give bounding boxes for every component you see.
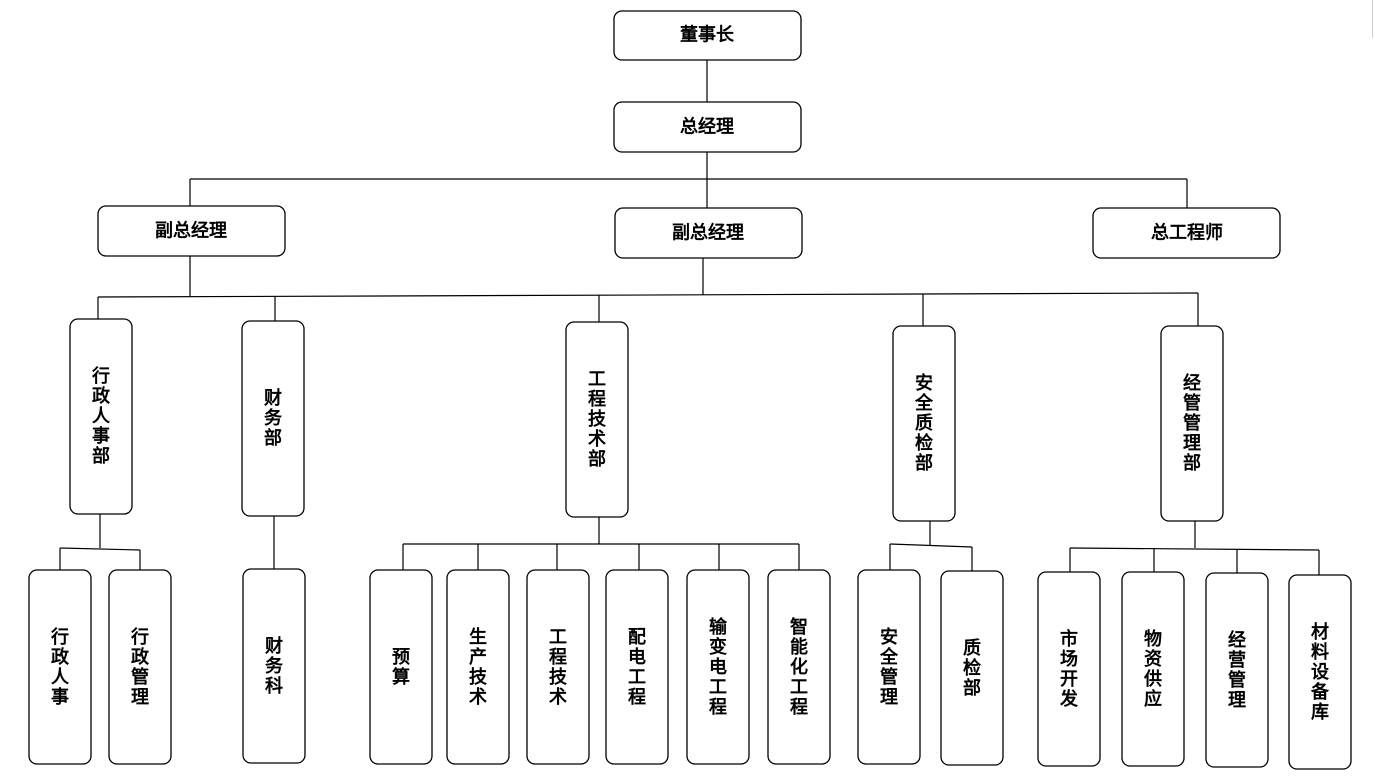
node-market-dev: 市场开发 <box>1037 571 1101 767</box>
node-label: 配电工程 <box>628 627 646 708</box>
node-distribution-eng: 配电工程 <box>605 569 669 765</box>
node-safety-qc-dept: 安全质检部 <box>892 325 956 522</box>
node-label: 材料设备库 <box>1310 621 1330 723</box>
node-transmission-eng: 输变电工程 <box>686 569 750 765</box>
node-budget: 预算 <box>369 569 433 765</box>
node-label: 生产技术 <box>469 626 488 708</box>
node-engineering-tech: 工程技术 <box>526 569 590 765</box>
node-deputy-gm-left: 副总经理 <box>97 205 286 257</box>
node-smart-eng: 智能化工程 <box>767 569 831 765</box>
node-finance-dept: 财务部 <box>241 320 305 517</box>
node-label: 预算 <box>392 647 410 688</box>
node-label: 质检部 <box>963 638 981 699</box>
node-label: 工程技术部 <box>588 369 607 470</box>
node-label: 输变电工程 <box>709 616 728 718</box>
node-label: 安全质检部 <box>914 372 934 474</box>
page-edge-line <box>1372 0 1373 38</box>
node-label: 经管管理部 <box>1183 372 1201 474</box>
node-quality-inspection: 质检部 <box>940 570 1004 766</box>
node-admin-hr: 行政人事 <box>28 569 92 765</box>
node-material-warehouse: 材料设备库 <box>1288 574 1352 770</box>
node-label: 物资供应 <box>1143 628 1162 710</box>
node-label: 行政人事 <box>50 626 70 708</box>
node-label: 财务科 <box>265 635 284 697</box>
node-label: 安全管理 <box>879 626 899 708</box>
node-business-mgmt: 经营管理 <box>1205 572 1269 768</box>
connector-lines <box>59 60 1320 575</box>
node-label: 总经理 <box>680 116 734 138</box>
node-general-manager: 总经理 <box>613 101 802 153</box>
node-label: 市场开发 <box>1059 628 1079 710</box>
node-safety-mgmt: 安全管理 <box>857 569 921 765</box>
node-finance-section: 财务科 <box>242 568 306 764</box>
node-engineering-dept: 工程技术部 <box>565 321 629 518</box>
node-admin-hr-dept: 行政人事部 <box>69 318 133 515</box>
node-label: 副总经理 <box>672 222 744 244</box>
node-chairman: 董事长 <box>613 10 802 61</box>
node-chief-engineer: 总工程师 <box>1092 207 1281 259</box>
node-deputy-gm-center: 副总经理 <box>614 207 803 259</box>
node-production-tech: 生产技术 <box>446 569 510 765</box>
node-label: 副总经理 <box>155 220 227 242</box>
node-material-supply: 物资供应 <box>1121 571 1185 767</box>
node-admin-mgmt: 行政管理 <box>108 569 172 765</box>
node-label: 工程技术 <box>549 627 568 708</box>
node-label: 总工程师 <box>1151 222 1223 244</box>
node-label: 行政管理 <box>130 626 150 708</box>
node-label: 行政人事部 <box>91 365 111 467</box>
node-label: 董事长 <box>680 24 735 46</box>
node-label: 经营管理 <box>1228 629 1246 711</box>
node-label: 智能化工程 <box>790 616 808 718</box>
node-business-mgmt-dept: 经管管理部 <box>1160 325 1224 522</box>
node-label: 财务部 <box>264 387 283 449</box>
